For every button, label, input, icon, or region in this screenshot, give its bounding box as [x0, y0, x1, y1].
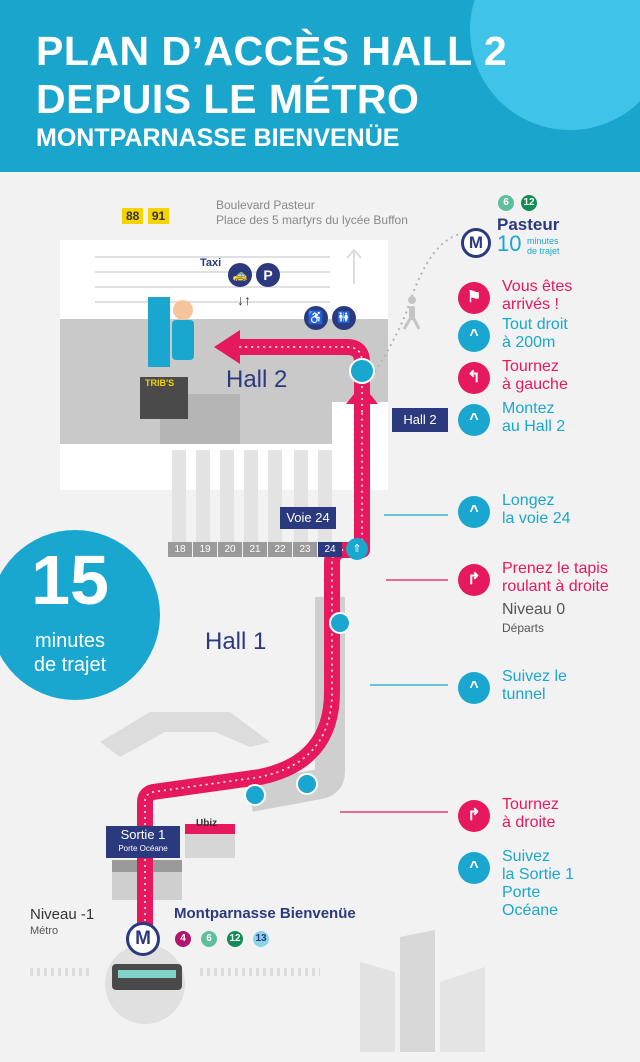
- turn-right-up-icon: ↱: [458, 564, 490, 596]
- trajet-minutes: 15: [31, 541, 109, 619]
- metro-line-badge: 13: [253, 931, 269, 947]
- step-text: Tournez à droite: [502, 796, 559, 831]
- arrow-up-icon: ^: [458, 496, 490, 528]
- up-down-arrows-icon: ↓↑: [237, 292, 251, 308]
- platforms: [172, 450, 332, 550]
- metro-line-badge: 12: [521, 195, 537, 211]
- map-drawing: [30, 233, 485, 1052]
- header-banner: PLAN D’ACCÈS HALL 2 DEPUIS LE MÉTRO MONT…: [0, 0, 640, 172]
- escalator-icon: [296, 773, 318, 795]
- track-number: 19: [193, 542, 217, 557]
- turn-left-icon: ↰: [458, 362, 490, 394]
- up-arrow-icon: [346, 248, 362, 284]
- accessible-icon: ♿: [304, 306, 328, 330]
- metro-level-label: Métro: [30, 925, 59, 937]
- hall2-label: Hall 2: [226, 366, 288, 393]
- step-text: Tournez à gauche: [502, 358, 568, 393]
- track-number: 23: [293, 542, 317, 557]
- arrow-up-icon: ^: [458, 852, 490, 884]
- moving-walkway-icon: [349, 358, 375, 384]
- page-subtitle: MONTPARNASSE BIENVENÜE: [36, 124, 400, 152]
- track-number: 21: [243, 542, 267, 557]
- ubiz-shop-icon: [185, 832, 235, 858]
- hall1-building: [100, 712, 270, 757]
- pedestrian-icon: [402, 296, 421, 330]
- metro-line-badge: 12: [227, 931, 243, 947]
- minutes-label: minutes: [527, 236, 559, 246]
- trajet-circle: 15 minutes de trajet: [0, 530, 160, 700]
- street-name-2: Place des 5 martyrs du lycée Buffon: [216, 213, 408, 227]
- parking-icon: P: [256, 263, 280, 287]
- ubiz-label: Ubiz: [196, 818, 218, 829]
- step-text: Vous êtes arrivés !: [502, 278, 573, 313]
- arrow-up-icon: ^: [458, 320, 490, 352]
- sortie1-sign: Sortie 1 Porte Océane: [106, 826, 180, 858]
- niveau0-label: Niveau 0: [502, 601, 566, 618]
- bus-lines: 88 91: [122, 207, 170, 225]
- hall2-building: [60, 240, 388, 490]
- pasteur-minutes-label: minutes de trajet: [527, 236, 560, 256]
- trajet-minutes-label: minutes: [34, 630, 106, 652]
- toilets-icon: 🚻: [332, 306, 356, 330]
- metro-logo-icon: M: [461, 228, 491, 258]
- metro-line-badge: 6: [498, 195, 514, 211]
- taxi-label: Taxi: [200, 257, 222, 269]
- montparnasse-station-name: Montparnasse Bienvenüe: [174, 905, 356, 922]
- step-text: Montez au Hall 2: [502, 400, 566, 435]
- page-title-line1: PLAN D’ACCÈS HALL 2: [36, 28, 508, 74]
- step-text: Tout droit à 200m: [502, 316, 568, 351]
- step-text: Suivez le tunnel: [502, 668, 567, 703]
- hall1-label: Hall 1: [205, 628, 267, 655]
- step-text: Suivez la Sortie 1 Porte Océane: [502, 848, 575, 919]
- street-name-1: Boulevard Pasteur: [216, 198, 315, 212]
- track-number: 22: [268, 542, 292, 557]
- turn-right-icon: ↱: [458, 800, 490, 832]
- metro-line-badge: 6: [201, 931, 217, 947]
- track-number: 20: [218, 542, 242, 557]
- city-skyline: [360, 930, 485, 1052]
- staff-person-icon: [173, 300, 193, 320]
- bus-line-badge: 91: [147, 208, 170, 224]
- tunnel-band: [247, 597, 345, 812]
- hall2-sign: Hall 2: [392, 408, 448, 432]
- metro-logo-icon: M: [126, 922, 160, 956]
- de-trajet-label: de trajet: [527, 246, 560, 256]
- arrow-up-icon: ^: [458, 404, 490, 436]
- taxi-icon: 🚕: [228, 263, 252, 287]
- moving-walkway-icon: ⇑: [346, 538, 368, 560]
- metro-line-badge: 4: [175, 931, 191, 947]
- voie24-sign: Voie 24: [280, 507, 336, 529]
- pasteur-station-name: Pasteur: [497, 215, 560, 234]
- track-number: 18: [168, 542, 192, 557]
- tribs-label: TRIB'S: [145, 378, 175, 388]
- sortie1-sub-label: Porte Océane: [118, 844, 168, 853]
- escalator-icon: [244, 784, 266, 806]
- track-number: 24: [318, 542, 342, 557]
- tribs-shop-icon: [140, 377, 188, 419]
- flag-icon: ⚑: [458, 282, 490, 314]
- niveau-m1-label: Niveau -1: [30, 906, 95, 923]
- bus-line-badge: 88: [122, 208, 144, 224]
- step-connectors: [340, 514, 448, 813]
- step-text: Longez la voie 24: [502, 492, 571, 527]
- arrow-up-icon: ^: [458, 672, 490, 704]
- sortie1-label: Sortie 1: [120, 827, 166, 842]
- page-title-line2: DEPUIS LE MÉTRO: [36, 76, 420, 122]
- escalator-icon: [329, 612, 351, 634]
- kiosk-sign: [148, 297, 170, 367]
- pasteur-minutes: 10: [497, 231, 522, 256]
- departs-label: Départs: [502, 621, 545, 635]
- trajet-de-trajet-label: de trajet: [33, 654, 107, 676]
- arrival-arrow-icon: [214, 330, 240, 364]
- step-text: Prenez le tapis roulant à droite: [502, 560, 609, 595]
